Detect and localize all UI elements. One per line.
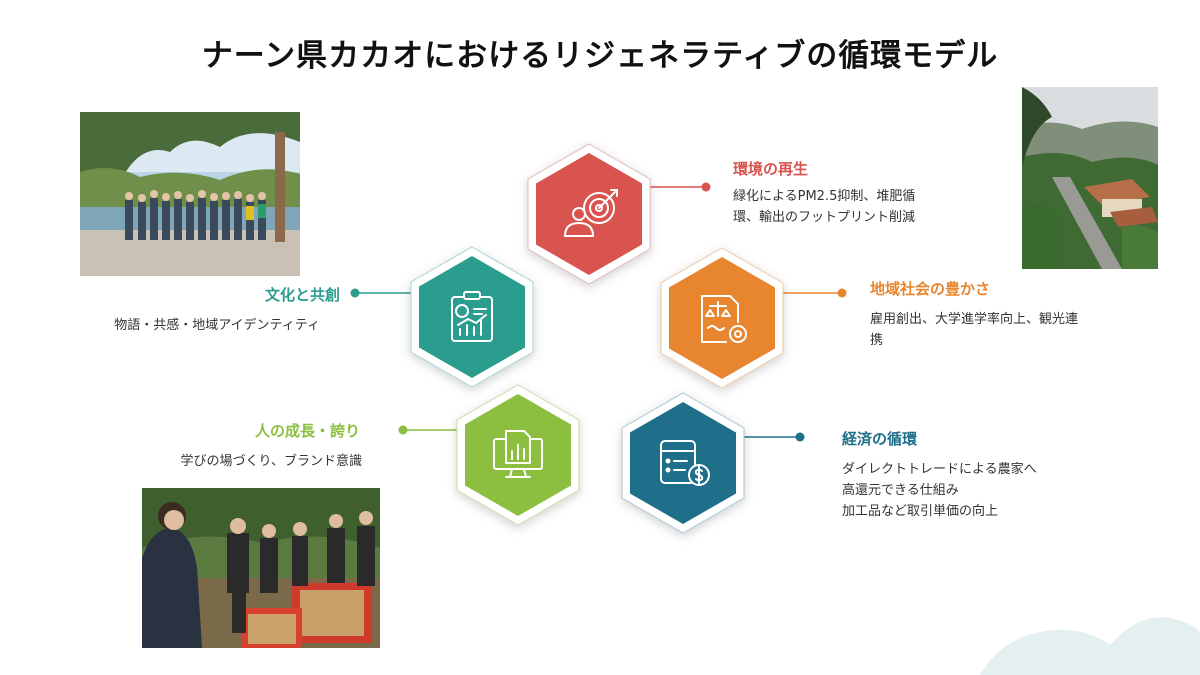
desc-culture-line: 物語・共感・地域アイデンティティ <box>114 318 320 333</box>
connector-community <box>780 288 847 298</box>
connector-environment <box>645 182 711 192</box>
desc-environment: 緑化によるPM2.5抑制、堆肥循 環、輸出のフットプリント削減 <box>733 186 973 228</box>
desc-community-line: 雇用創出、大学進学率向上、観光連 <box>870 312 1079 327</box>
label-community: 地域社会の豊かさ <box>870 280 991 298</box>
desc-growth-line: 学びの場づくり、ブランド意識 <box>180 454 362 469</box>
connector-growth <box>398 425 464 435</box>
desc-economy-line: ダイレクトトレードによる農家へ <box>842 462 1037 477</box>
desc-economy-line: 高還元できる仕組み <box>842 483 959 498</box>
connector-economy <box>738 432 805 442</box>
desc-culture: 物語・共感・地域アイデンティティ <box>60 315 320 336</box>
photo-hillside-village <box>1022 87 1158 269</box>
hexagon-community <box>660 247 784 389</box>
photo-group-riverside <box>80 112 300 276</box>
desc-economy: ダイレクトトレードによる農家へ 高還元できる仕組み 加工品など取引単価の向上 <box>842 459 1102 522</box>
invoice-coin-icon <box>660 440 710 486</box>
desc-growth: 学びの場づくり、ブランド意識 <box>140 451 362 472</box>
desc-environment-line: 緑化によるPM2.5抑制、堆肥循 <box>733 189 916 204</box>
desc-environment-line: 環、輸出のフットプリント削減 <box>733 210 916 225</box>
hexagon-culture <box>410 246 534 388</box>
document-gear-icon <box>701 295 747 343</box>
desc-economy-line: 加工品など取引単価の向上 <box>842 504 999 519</box>
connector-culture <box>350 288 416 298</box>
monitor-report-icon <box>493 430 543 478</box>
page-title: ナーン県カカオにおけるリジェネラティブの循環モデル <box>201 38 999 74</box>
hexagon-growth <box>456 384 580 526</box>
desc-community-line: 携 <box>870 333 884 348</box>
label-culture: 文化と共創 <box>264 286 340 304</box>
target-people-icon <box>563 189 618 237</box>
label-environment: 環境の再生 <box>733 160 809 178</box>
photo-cacao-fermentation <box>142 488 380 648</box>
clipboard-chart-icon <box>451 291 493 342</box>
desc-community: 雇用創出、大学進学率向上、観光連 携 <box>870 309 1130 351</box>
label-economy: 経済の循環 <box>842 430 918 448</box>
hexagon-environment <box>527 143 651 285</box>
hexagon-economy <box>621 392 745 534</box>
label-growth: 人の成長・誇り <box>254 422 360 440</box>
